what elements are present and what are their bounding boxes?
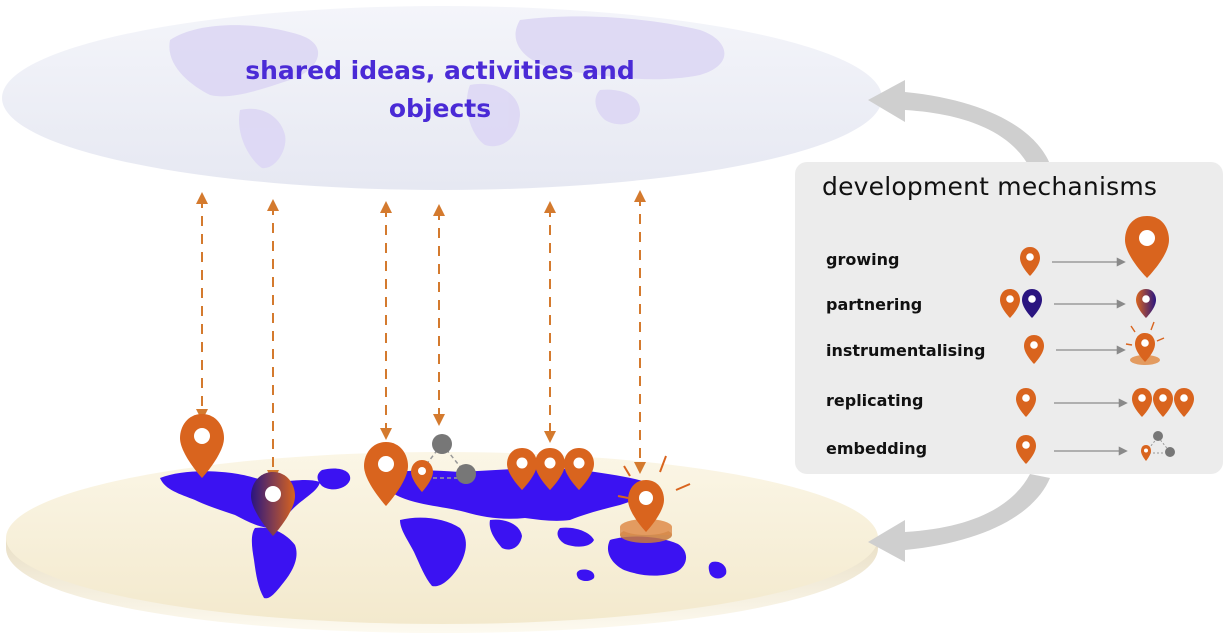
mechanism-label-embedding: embedding [826,439,928,458]
map-pin-icon [180,414,224,478]
map-pin-icon [507,448,537,490]
shared-plane-title-line1: shared ideas, activities and [245,56,635,85]
connection-arrows [196,190,646,482]
map-pins [180,414,691,543]
continent-new-zealand [708,561,727,579]
network-node [1165,447,1175,457]
embedding-row [1016,431,1175,464]
partnering-row [1000,289,1156,318]
map-pin-icon [411,460,433,492]
curved-arrow-up [868,80,1050,168]
mechanism-label-replicating: replicating [826,391,924,410]
map-pin-icon [1024,335,1044,364]
map-pin-icon [1022,289,1042,318]
embedding-network [411,434,476,492]
map-pin-icon [1135,333,1155,362]
growing-row [1020,216,1169,278]
world-map [160,468,727,599]
map-pin-icon [251,472,295,536]
replicating-row [1016,388,1194,417]
continent-australia [607,536,687,576]
shared-plane-title: shared ideas, activities and objects [160,52,720,128]
map-pin-icon [1136,289,1156,318]
network-node [456,464,476,484]
mechanism-label-growing: growing [826,250,900,269]
instrumentalised-pin [617,455,691,543]
map-pin-icon [628,480,664,532]
mechanism-label-partnering: partnering [826,295,923,314]
continent-india [489,519,522,550]
instrumentalising-row [1024,321,1165,365]
embedding-icon [1141,431,1175,461]
instrumentalised-icon [1125,321,1165,365]
continent-south-america [251,527,297,599]
map-pin-icon [1141,445,1151,461]
map-pin-icon [1132,388,1152,417]
continent-small-island [576,569,595,581]
map-pin-icon [364,442,408,506]
curved-arrow-down [868,474,1050,562]
mechanisms-panel [795,162,1223,474]
map-pin-icon [1020,247,1040,276]
map-pin-icon [1125,216,1169,278]
network-node [1153,431,1163,441]
map-pin-icon [1016,388,1036,417]
mechanism-rows [1000,216,1194,464]
continent-se-asia [557,527,594,547]
top-plane [2,6,882,190]
map-pin-icon [1000,289,1020,318]
top-world-map [169,16,725,169]
map-pin-icon [1153,388,1173,417]
map-pin-icon [1174,388,1194,417]
panel-title: development mechanisms [822,172,1158,201]
shared-plane-title-line2: objects [388,94,492,123]
continent-greenland [317,468,351,490]
map-pin-icon [535,448,565,490]
mechanism-label-instrumentalising: instrumentalising [826,341,986,360]
map-pin-icon [1016,435,1036,464]
continent-africa [400,517,466,587]
network-node [432,434,452,454]
map-pin-icon [564,448,594,490]
cycle-arrows [868,80,1050,562]
